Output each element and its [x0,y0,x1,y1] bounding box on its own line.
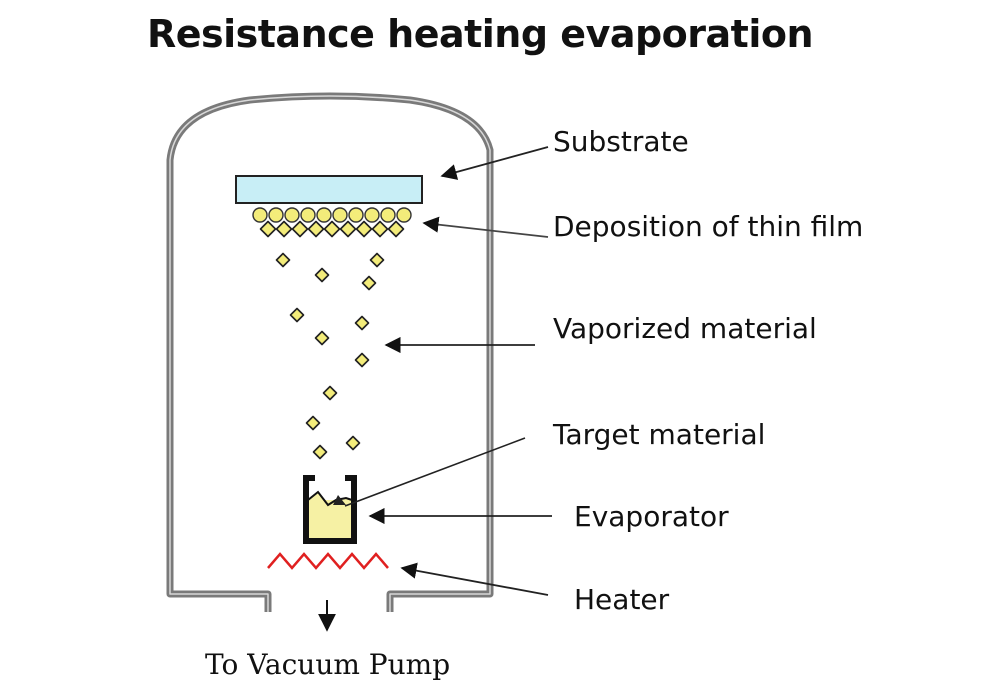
evaporator-crucible [303,475,357,544]
film-particle [332,207,348,223]
film-particle [348,207,364,223]
vapor-particle [312,444,328,460]
film-particle [259,220,277,238]
vapor-particle [275,252,291,268]
label-heater: Heater [574,583,670,616]
film-particle [291,220,309,238]
label-deposition: Deposition of thin film [553,210,864,243]
film-particle [387,220,405,238]
film-particle [316,207,332,223]
vapor-particle [314,330,330,346]
thin-film-layer [252,207,412,238]
substrate-pointer [440,146,549,180]
label-vaporized: Vaporized material [553,312,817,345]
film-particle [275,220,293,238]
vapor-particle [369,252,385,268]
film-particle [268,207,284,223]
film-particle [323,220,341,238]
diagram-title: Resistance heating evaporation [146,12,814,56]
vapor-particle [314,267,330,283]
label-substrate: Substrate [553,125,689,158]
label-vacuum-pump: To Vacuum Pump [205,648,451,681]
vapor-particle [289,307,305,323]
target-pointer [344,437,526,507]
label-target: Target material [553,418,766,451]
heater-pointer [400,562,549,596]
vapor-particle [345,435,361,451]
film-particle [371,220,389,238]
film-particle [300,207,316,223]
vapor-particle [305,415,321,431]
vapor-particle [361,275,377,291]
label-evaporator: Evaporator [574,500,729,533]
heater-coil [267,552,389,570]
film-particle [364,207,380,223]
deposition-pointer [422,216,549,238]
vapor-particle [322,385,338,401]
substrate-plate [235,175,423,204]
film-particle [307,220,325,238]
target-material [333,495,346,505]
film-particle [380,207,396,223]
vapor-particle [354,315,370,331]
film-particle [284,207,300,223]
film-particle [355,220,373,238]
film-particle [252,207,268,223]
vapor-particle [354,352,370,368]
film-particle [339,220,357,238]
vapor-particles [275,252,385,460]
film-particle [396,207,412,223]
